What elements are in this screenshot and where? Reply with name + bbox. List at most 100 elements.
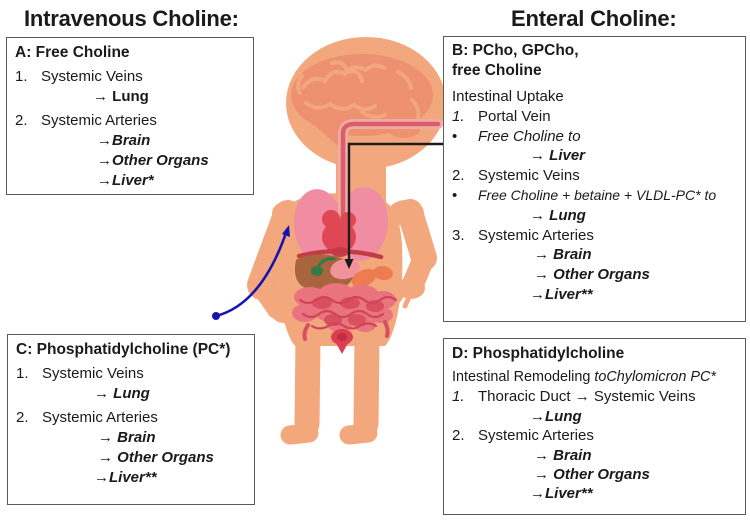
- box-d-phosphatidylcholine-enteral: D: Phosphatidylcholine Intestinal Remode…: [443, 338, 746, 515]
- iv-arrowhead: [282, 225, 290, 237]
- item-number: 2.: [15, 112, 28, 129]
- brain-gyri-lines: [330, 60, 364, 83]
- enteral-heading: Enteral Choline:: [511, 6, 677, 31]
- appendix: [302, 323, 310, 341]
- target-liver: → Liver: [530, 147, 586, 165]
- target-liver: →Liver**: [530, 285, 593, 303]
- item-number: 1.: [452, 107, 465, 125]
- intestine-blob: [292, 304, 318, 322]
- item-number: 1.: [15, 68, 28, 85]
- box-a-title: A: Free Choline: [15, 44, 130, 61]
- iv-arrow-curve: [215, 229, 289, 318]
- right-leg: [353, 325, 380, 437]
- target-other-organs: → Other Organs: [534, 466, 650, 484]
- target-lung: → Lung: [93, 88, 149, 105]
- item-number: 3.: [452, 226, 465, 244]
- target-lung: →Lung: [530, 407, 582, 425]
- item-text: Systemic Arteries: [42, 409, 158, 426]
- item-text: Portal Vein: [478, 107, 551, 125]
- iv-arrow-origin-dot: [212, 312, 220, 320]
- item-text: Systemic Veins: [42, 365, 144, 382]
- bladder-neck: [336, 343, 348, 354]
- bladder: [331, 329, 353, 354]
- brain-body: [291, 54, 433, 136]
- item-text: Systemic Arteries: [41, 112, 157, 129]
- right-finger: [402, 294, 412, 309]
- box-b-title-line2: free Choline: [452, 62, 542, 79]
- item-number: 1.: [452, 388, 465, 406]
- left-foot: [280, 423, 319, 445]
- bullet: •: [452, 186, 458, 204]
- right-foot: [339, 423, 378, 445]
- intestine-coil-line: [298, 295, 398, 305]
- intestine-tail: [383, 320, 390, 338]
- intestine-blob-dark: [348, 314, 366, 326]
- esophagus: [338, 119, 443, 223]
- intestine-coil-line: [301, 309, 385, 319]
- item-number: 1.: [16, 365, 29, 382]
- item-number: 2.: [452, 427, 465, 445]
- item-text: Systemic Arteries: [478, 427, 594, 445]
- left-leg: [294, 325, 321, 437]
- enteral-feeding-arrow: [344, 142, 443, 269]
- item-text: Systemic Arteries: [478, 226, 594, 244]
- list-item: 1. Systemic Veins: [15, 67, 245, 87]
- target-liver: →Liver**: [94, 469, 157, 486]
- intravenous-heading: Intravenous Choline:: [24, 6, 239, 31]
- target-lung: → Lung: [530, 206, 586, 224]
- brain-gyri-lines: [301, 63, 386, 90]
- diaphragm: [296, 249, 384, 260]
- left-finger: [285, 315, 297, 334]
- item-text: Thoracic Duct → Systemic Veins: [478, 388, 696, 406]
- right-thumb: [394, 291, 406, 305]
- target-brain: → Brain: [98, 429, 156, 446]
- target-liver: →Liver*: [97, 172, 154, 189]
- item-text: Free Choline to: [478, 127, 581, 145]
- target-liver: →Liver**: [530, 485, 593, 503]
- box-c-phosphatidylcholine: C: Phosphatidylcholine (PC*) 1. Systemic …: [7, 334, 255, 505]
- list-item: 3. Systemic Arteries: [452, 226, 737, 246]
- subtitle-italic: toChylomicron PC*: [594, 369, 716, 385]
- box-b-subtitle: Intestinal Uptake: [452, 88, 564, 105]
- enteral-arrow-line: [347, 142, 443, 261]
- box-d-title: D: Phosphatidylcholine: [452, 345, 625, 362]
- list-item: 1. Thoracic Duct → Systemic Veins: [452, 387, 737, 406]
- box-b-title-line1: B: PCho, GPCho,: [452, 42, 579, 59]
- item-text: Systemic Veins: [41, 68, 143, 85]
- intestines: [292, 283, 398, 341]
- item-text: Free Choline + betaine + VLDL-PC* to: [478, 186, 717, 203]
- gallbladder: [311, 266, 323, 276]
- brain-gyri-lines: [396, 70, 413, 90]
- box-b-enteral-uptake: B: PCho, GPCho, free Choline Intestinal …: [443, 36, 746, 322]
- stomach-orange-lobe: [351, 268, 377, 288]
- target-other-organs: → Other Organs: [98, 449, 214, 466]
- list-item: 1. Portal Vein: [452, 107, 737, 127]
- box-a-free-choline: A: Free Choline 1.Systemic Veins → Lung …: [6, 37, 254, 195]
- stomach: [330, 258, 393, 288]
- intestine-blob-dark: [340, 297, 360, 309]
- list-item: 1. Systemic Veins: [16, 364, 246, 384]
- bullet: •: [452, 127, 458, 145]
- target-brain: → Brain: [534, 446, 592, 464]
- stomach-body: [330, 258, 360, 280]
- brain-gyri-lines: [295, 74, 304, 95]
- intestine-coil-line: [310, 322, 378, 330]
- box-c-title: C: Phosphatidylcholine (PC*): [16, 341, 231, 358]
- item-text: Systemic Veins: [478, 167, 580, 185]
- list-item: 2.Systemic Arteries: [16, 408, 246, 428]
- target-brain: →Brain: [97, 132, 151, 149]
- list-item: 2. Systemic Veins: [452, 166, 737, 186]
- item-number: 2.: [452, 167, 465, 185]
- target-brain: → Brain: [534, 246, 592, 264]
- target-lung: → Lung: [94, 385, 150, 402]
- bladder-core: [337, 333, 347, 341]
- iv-injection-arrow: [212, 225, 290, 320]
- spleen: [373, 265, 393, 281]
- brain-gyri-lines: [410, 98, 421, 120]
- list-item: 2. Systemic Arteries: [452, 426, 737, 445]
- brain-gyri-lines: [304, 101, 377, 112]
- enteral-arrowhead: [344, 259, 354, 269]
- box-d-subtitle: Intestinal Remodeling toChylomicron PC*: [452, 368, 737, 387]
